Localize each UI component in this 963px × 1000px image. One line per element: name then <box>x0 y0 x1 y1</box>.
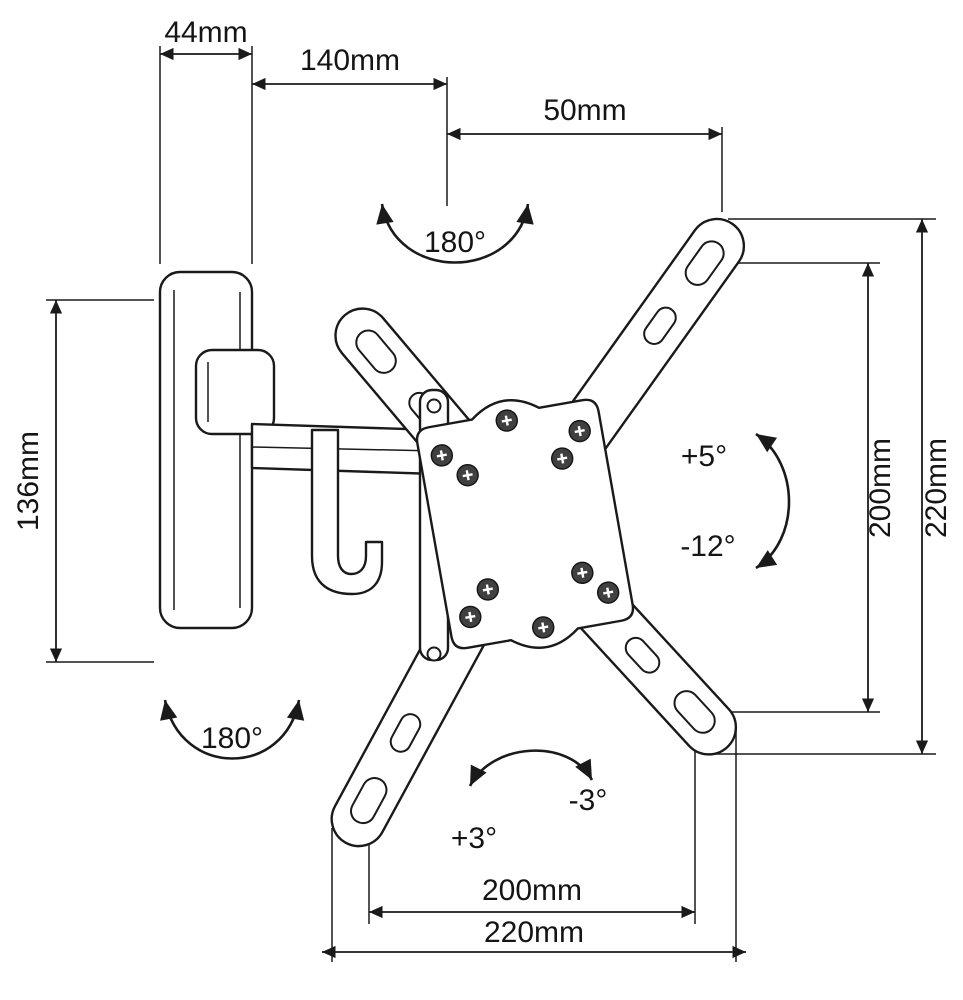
dim-wall-plate-depth <box>159 46 253 264</box>
dim-wall-plate-height <box>46 299 154 663</box>
mounting-slot <box>684 240 725 286</box>
angle-labels: 180° 180° +5° -12° +3° -3° <box>201 226 736 855</box>
label-tilt-down: -12° <box>680 530 735 563</box>
tilt-arc <box>755 432 791 570</box>
label-plate-offset: 50mm <box>543 94 626 127</box>
dim-vesa-height <box>700 262 880 713</box>
level-arc <box>468 749 594 787</box>
label-swivel-base: 180° <box>201 722 263 755</box>
label-vesa-height: 200mm <box>864 438 897 538</box>
mounting-slot <box>624 636 661 674</box>
dim-overall-height <box>714 218 936 755</box>
mounting-slot <box>350 777 388 825</box>
label-vesa-width: 200mm <box>482 874 582 907</box>
label-wall-plate-height: 136mm <box>12 431 45 531</box>
mounting-slot <box>355 329 397 374</box>
dim-plate-offset <box>447 127 723 212</box>
extension-arm <box>250 422 438 476</box>
dimension-labels: 44mm 140mm 50mm 136mm 200mm 220mm 200mm … <box>12 16 953 949</box>
mounting-slot <box>673 690 716 734</box>
label-arm-reach: 140mm <box>300 44 400 77</box>
swivel-joint <box>194 348 276 436</box>
wall-plate <box>158 270 254 630</box>
label-level-plus: +3° <box>451 822 497 855</box>
dim-overall-width <box>322 730 746 962</box>
label-level-minus: -3° <box>569 784 608 817</box>
label-tilt-up: +5° <box>681 440 727 473</box>
vesa-center-plate <box>415 398 635 650</box>
label-wall-plate-depth: 44mm <box>164 16 247 49</box>
label-overall-height: 220mm <box>920 438 953 538</box>
pivot-hole-bottom <box>426 646 442 662</box>
dim-arm-reach <box>252 77 448 206</box>
label-overall-width: 220mm <box>484 916 584 949</box>
mounting-slot <box>389 713 422 753</box>
mounting-slot <box>643 306 677 345</box>
swivel-arc-top <box>376 203 534 264</box>
rotation-arrows <box>160 203 791 787</box>
cable-clip <box>310 428 384 596</box>
pivot-hole-top <box>426 398 442 414</box>
label-swivel-top: 180° <box>424 226 486 259</box>
swivel-arc-base <box>160 699 305 760</box>
